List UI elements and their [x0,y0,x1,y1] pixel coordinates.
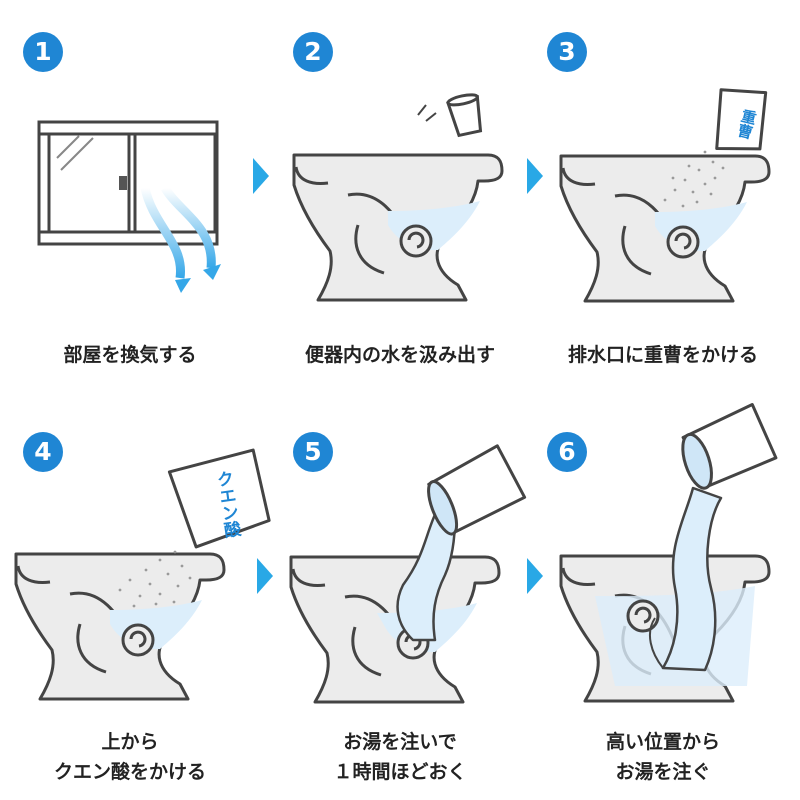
step-caption: 上から クエン酸をかける [53,731,206,783]
next-step-arrow [253,158,269,194]
step-number-badge: 5 [293,432,333,472]
toilet-citric-acid-icon: クエン酸 [14,448,271,701]
toilet-pour-from-height-icon [559,403,778,703]
step-caption: お湯を注いで １時間ほどおく [333,731,467,783]
next-step-arrow [527,158,543,194]
step-number-badge: 2 [293,32,333,72]
toilet-bail-water-icon [292,93,504,302]
window-ventilation-icon [37,120,221,293]
next-step-arrow [527,558,543,594]
next-step-arrow [257,558,273,594]
toilet-pour-hot-water-icon [289,444,527,704]
step-number-badge: 4 [23,432,63,472]
step-caption: 便器内の水を汲み出す [304,344,495,366]
step-caption: 部屋を換気する [63,344,197,366]
toilet-baking-soda-icon: 重曹 [559,88,771,303]
step-number-badge: 1 [23,32,63,72]
step-caption: 高い位置から お湯を注ぐ [605,731,720,783]
step-caption: 排水口に重曹をかける [567,344,758,366]
step-number-badge: 6 [547,432,587,472]
step-number-badge: 3 [547,32,587,72]
